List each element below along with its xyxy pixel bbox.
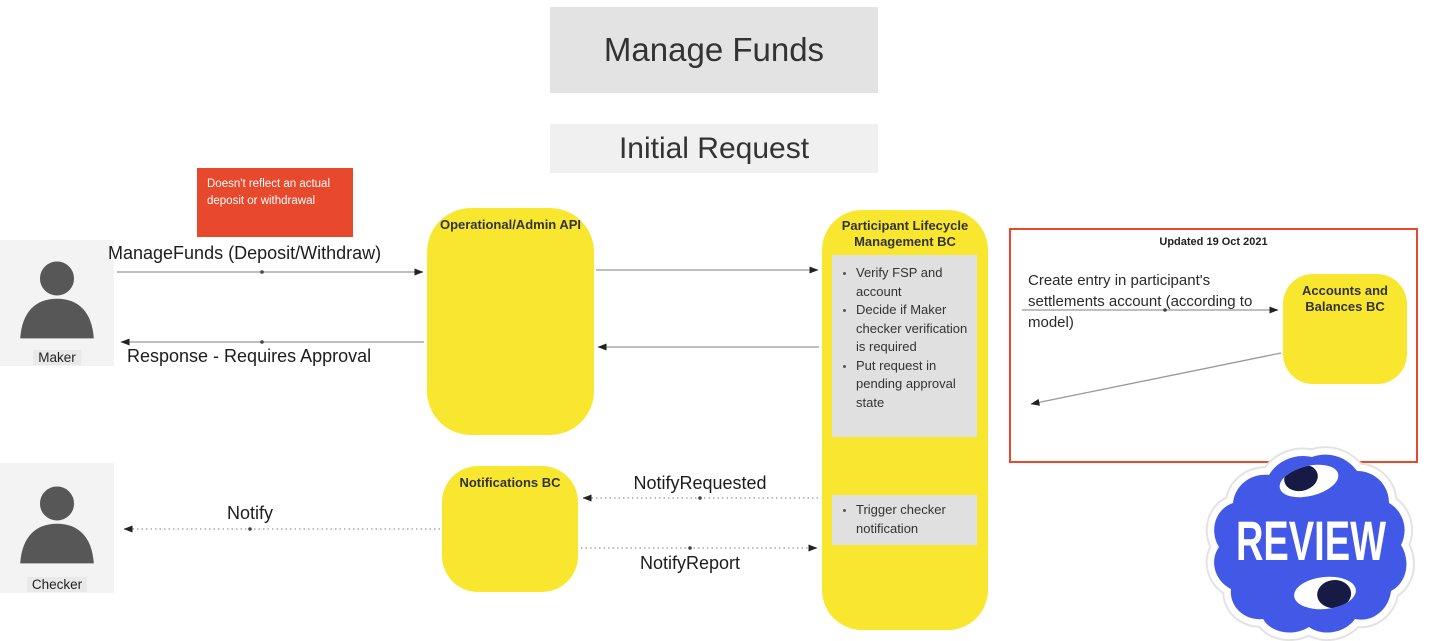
label-notify-requested: NotifyRequested [633, 473, 767, 493]
box-notifications-bc-title: Notifications BC [459, 475, 561, 490]
eye-bottom [1294, 576, 1356, 610]
note-box: Doesn't reflect an actual deposit or wit… [197, 168, 353, 237]
actor-maker-label: Maker [33, 350, 81, 365]
plm-task: Put request in pending approval state [856, 357, 971, 413]
plm-task: Verify FSP and account [856, 264, 971, 301]
box-operational-admin-api-title: Operational/Admin API [439, 217, 582, 232]
person-icon [11, 475, 103, 567]
subtitle: Initial Request [618, 131, 810, 165]
box-accounts-balances-bc-title: Accounts and Balances BC [1302, 283, 1388, 315]
actor-checker: Checker [0, 463, 114, 593]
plm-task-list-2: Trigger checker notification [834, 501, 971, 538]
main-title-bar: Manage Funds [550, 7, 878, 93]
subtitle-bar: Initial Request [550, 124, 878, 173]
annotation-updated: Updated 19 Oct 2021 [1159, 236, 1268, 248]
label-notify: Notify [226, 503, 273, 523]
box-plm-bc-title: Participant Lifecycle Management BC [841, 218, 969, 250]
plm-task-panel: Verify FSP and account Decide if Maker c… [832, 255, 977, 437]
note-text: Doesn't reflect an actual deposit or wit… [207, 178, 331, 208]
actor-checker-label: Checker [26, 577, 88, 592]
plm-task: Trigger checker notification [856, 501, 971, 538]
label-manage-funds: ManageFunds (Deposit/Withdraw) [108, 243, 382, 263]
create-entry-label: Create entry in participant's settlement… [1028, 272, 1253, 331]
plm-task-panel-2: Trigger checker notification [832, 495, 977, 545]
label-response: Response - Requires Approval [127, 346, 372, 366]
box-notifications-bc: Notifications BC [442, 466, 578, 592]
sticker-blob [1214, 454, 1407, 633]
plm-task-list: Verify FSP and account Decide if Maker c… [834, 264, 971, 413]
review-sticker-label: REVIEW [1236, 511, 1386, 573]
person-icon [11, 250, 103, 342]
main-title: Manage Funds [603, 31, 825, 68]
review-sticker: REVIEW [1203, 443, 1421, 641]
box-accounts-balances-bc: Accounts and Balances BC [1283, 274, 1407, 384]
label-notify-report: NotifyReport [639, 553, 741, 573]
plm-task: Decide if Maker checker verification is … [856, 301, 971, 357]
box-operational-admin-api: Operational/Admin API [427, 208, 594, 435]
actor-maker: Maker [0, 240, 114, 366]
